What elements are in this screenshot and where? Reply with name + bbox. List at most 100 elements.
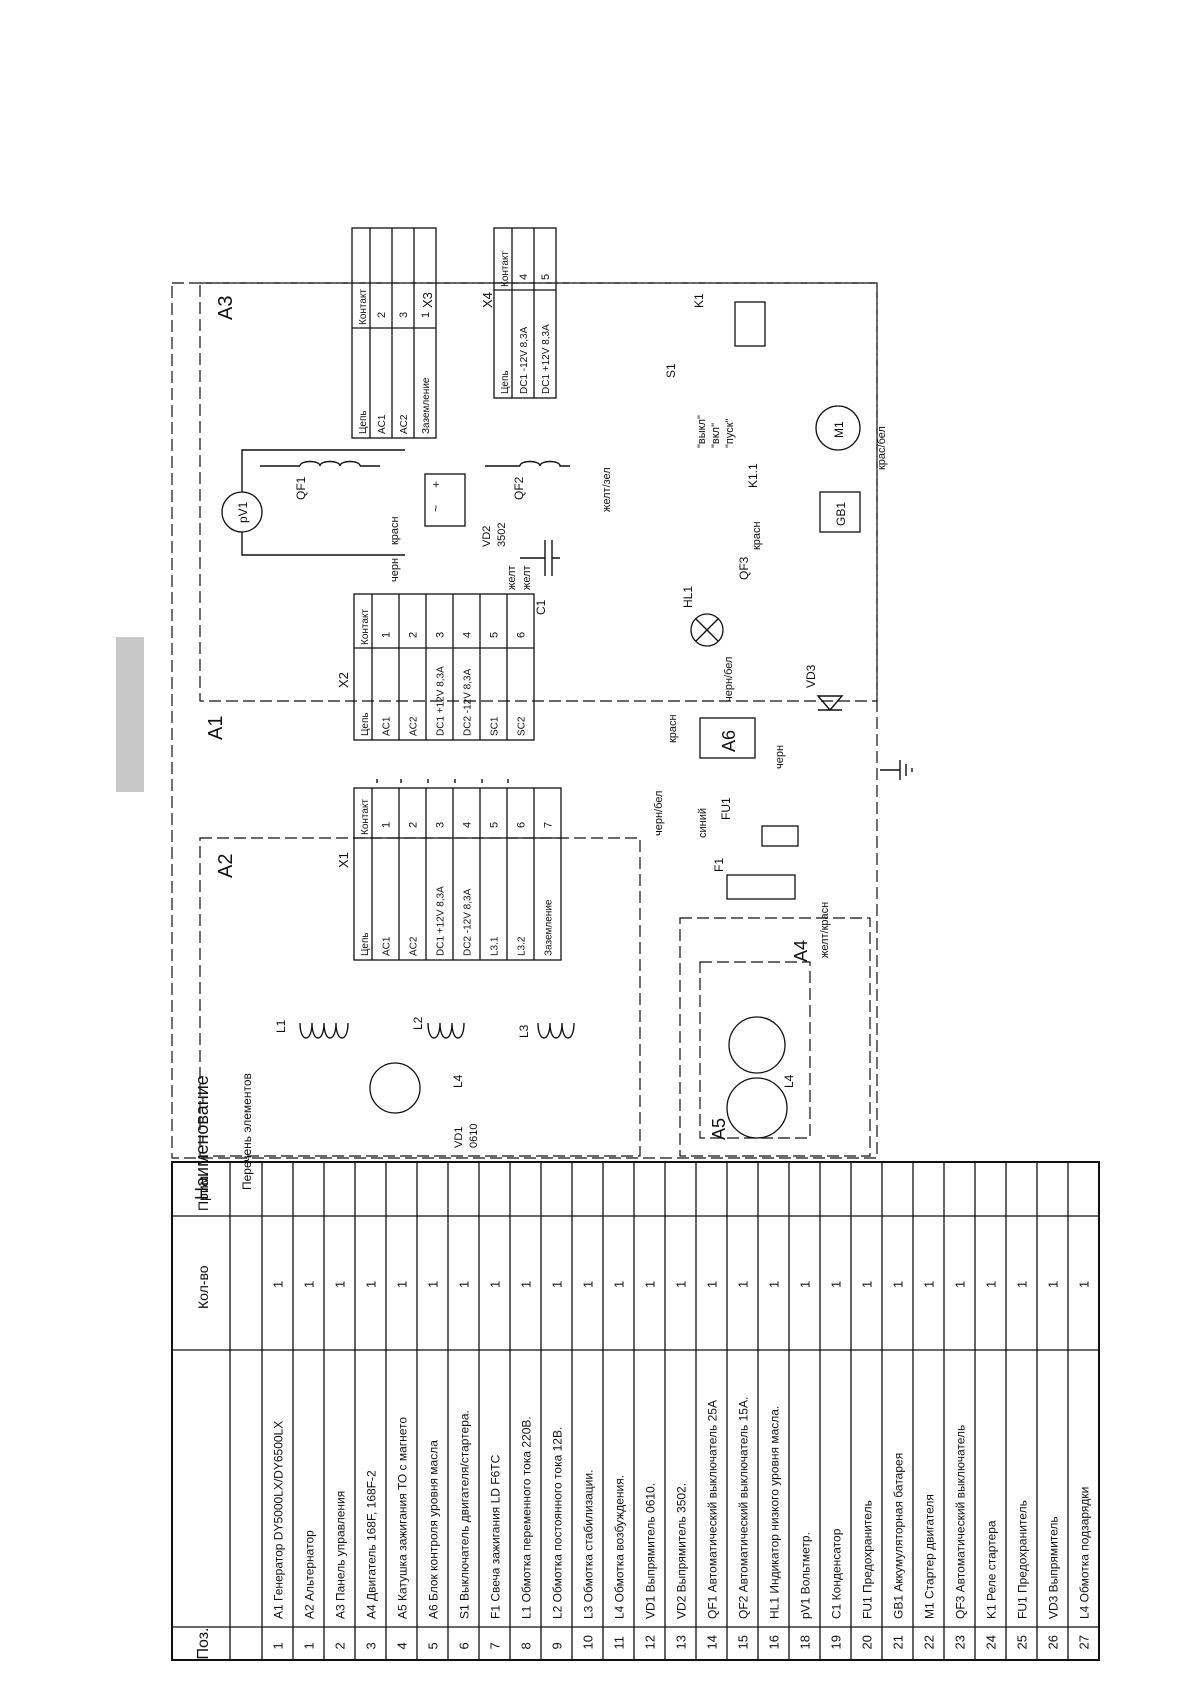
connector-contact: 1 [381,822,393,828]
connector-circuit: AC1 [377,414,388,434]
row-pos: 2 [333,1642,348,1649]
diode-vd3-symbol [816,695,844,712]
breaker-qf3-label: QF3 [737,556,751,580]
starter-m1-label: M1 [832,421,846,438]
connector-contact: 3 [435,822,447,828]
connector-x1-label: X1 [336,852,351,868]
wire-color-red-white: крас/бел [876,426,888,470]
connector-contact: 7 [543,822,555,828]
fuse-fu1-label: FU1 [719,797,733,820]
row-pos: 5 [426,1642,441,1649]
connector-contact: 1 [420,312,432,318]
starter-m1-symbol [815,405,861,451]
row-name: C1 Конденсатор [830,1528,844,1619]
row-qty: 1 [674,1281,689,1288]
row-qty: 1 [550,1281,565,1288]
header-note: Прим. [195,1172,211,1211]
row-qty: 1 [798,1281,813,1288]
block-a3-outline [199,282,878,702]
row-pos: 3 [364,1642,379,1649]
wire-color-black-white: черн/бел [653,791,665,836]
wire-color-red-2: красн [667,714,679,743]
connector-contact: 4 [462,632,474,638]
row-qty: 1 [891,1281,906,1288]
coil-l2-label: L2 [411,1016,425,1030]
connector-head-circuit: Цепь [500,370,511,394]
row-pos: 13 [674,1635,689,1649]
wire-color-red-3: красн [751,521,763,550]
row-pos: 1 [271,1642,286,1649]
coil-l1-symbol [299,1022,349,1039]
breaker-qf2-symbol [485,460,570,467]
connector-contact: 6 [516,632,528,638]
row-qty: 1 [1077,1281,1092,1288]
row-qty: 1 [829,1281,844,1288]
row-name: S1 Выключатель двигателя/стартера. [458,1410,472,1619]
row-pos: 15 [736,1635,751,1649]
connector-circuit: DC1 +12V 8,3A [436,886,447,956]
relay-k1-label: K1 [692,293,706,308]
parts-table-border [171,1161,1100,1661]
wire-color-black-white-2: черн/бел [723,657,735,702]
row-pos: 7 [488,1642,503,1649]
row-name: M1 Стартер двигателя [923,1494,937,1619]
block-a1-outline [171,282,878,1159]
row-name: L3 Обмотка стабилизации. [582,1470,596,1619]
rectifier-vd1-label: VD1 [453,1127,465,1148]
row-qty: 1 [519,1281,534,1288]
connector-border [353,787,562,961]
connector-contact: 2 [408,822,420,828]
row-qty: 1 [1015,1281,1030,1288]
row-qty: 1 [1046,1281,1061,1288]
coil-l2-symbol [427,1022,465,1039]
connector-circuit: DC2 -12V 8,3A [463,668,474,736]
connector-head-circuit: Цепь [358,410,369,434]
connector-contact: 2 [408,632,420,638]
connector-contact: 6 [516,822,528,828]
connector-x2-label: X2 [336,672,351,688]
connector-head-contact: Контакт [358,289,369,325]
row-name: L4 Обмотка возбуждения. [613,1475,627,1619]
row-name: A3 Панель управления [334,1491,348,1619]
row-name: L2 Обмотка постоянного тока 12В. [551,1427,565,1619]
wire-color-red: красн [389,516,401,545]
indicator-hl1-label: HL1 [681,586,695,608]
row-name: A6 Блок контроля уровня масла [427,1440,441,1619]
wire-color-blue: синий [697,808,709,838]
row-pos: 4 [395,1642,410,1649]
row-pos: 26 [1046,1635,1061,1649]
relay-k1-coil [734,301,766,347]
connector-circuit: AC1 [382,716,393,736]
diode-vd3-label: VD3 [804,664,818,688]
row-qty: 1 [333,1281,348,1288]
header-name: Наименование [192,1075,212,1200]
connector-contact: 5 [540,274,552,280]
connector-circuit: Заземление [421,377,432,434]
connector-circuit: DC2 -12V 8,3A [463,888,474,956]
connector-contact: 3 [398,312,410,318]
row-qty: 1 [302,1281,317,1288]
connector-circuit: AC2 [409,716,420,736]
row-name: K1 Реле стартера [985,1520,999,1619]
switch-s1-label: S1 [664,363,678,378]
coil-l4-label: L4 [451,1074,465,1088]
row-name: QF1 Автоматический выключатель 25A [706,1400,720,1619]
row-qty: 1 [736,1281,751,1288]
ground-icon [880,760,913,780]
connector-contact: 4 [462,822,474,828]
row-pos: 21 [891,1635,906,1649]
switch-s1-position: "пуск" [724,418,736,448]
coil-l4-charge-label: L4 [782,1074,796,1088]
row-pos: 23 [953,1635,968,1649]
row-name: A4 Двигатель 168F, 168F-2 [365,1470,379,1619]
row-pos: 9 [550,1642,565,1649]
wire-voltmeter [241,449,405,556]
row-name: F1 Свеча зажигания LD F6TC [489,1454,503,1619]
rectifier-vd2-sign-tilde: ~ [429,505,443,512]
breaker-qf1-label: QF1 [294,476,308,500]
breaker-qf2-label: QF2 [512,476,526,500]
breaker-qf1-symbol [260,460,380,467]
